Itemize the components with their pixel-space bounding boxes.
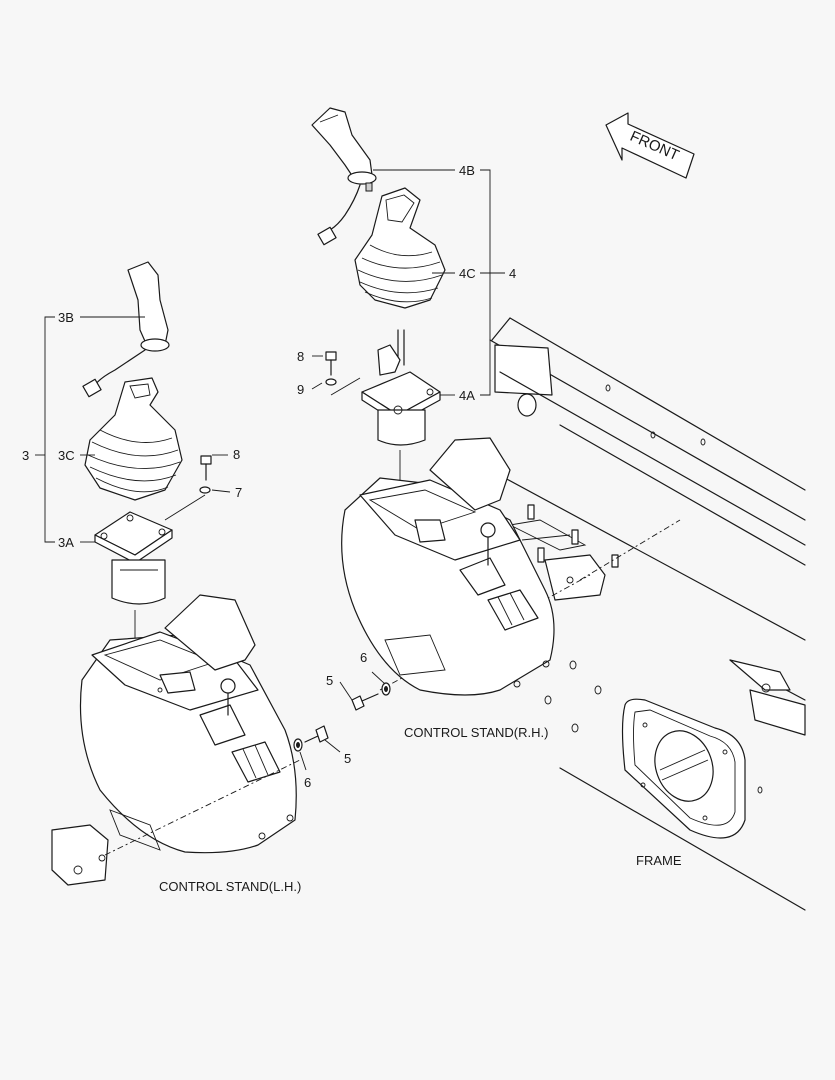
rh-control-stand — [341, 437, 555, 696]
lh-control-stand — [79, 594, 297, 854]
captions: CONTROL STAND(R.H.) CONTROL STAND(L.H.) … — [159, 725, 682, 894]
lh-grip-3b — [82, 261, 170, 398]
callout-3b: 3B — [58, 310, 74, 325]
rh-bolt-8 — [325, 351, 337, 386]
lh-bolt-8 — [200, 455, 212, 481]
callout-3: 3 — [22, 448, 29, 463]
lh-washer-7 — [199, 486, 211, 494]
callout-3c: 3C — [58, 448, 75, 463]
caption-control-stand-rh: CONTROL STAND(R.H.) — [404, 725, 548, 740]
caption-control-stand-lh: CONTROL STAND(L.H.) — [159, 879, 301, 894]
front-arrow: FRONT — [605, 112, 695, 179]
callout-7: 7 — [235, 485, 242, 500]
callout-labels: 4B 4C 4 4A 8 9 3B 3 3C 3A 8 7 6 5 6 5 — [22, 163, 516, 790]
rh-valve-4a — [361, 329, 441, 480]
frame — [379, 317, 806, 911]
rh-bolt-5 — [351, 693, 379, 711]
lh-bolt-5 — [304, 725, 329, 743]
callout-5-rh: 5 — [326, 673, 333, 688]
leader-lines — [35, 169, 505, 771]
callout-3a: 3A — [58, 535, 74, 550]
lh-valve-3a — [94, 511, 173, 640]
callout-6-lh: 6 — [304, 775, 311, 790]
rh-boot-4c — [354, 187, 446, 309]
rh-washer-6 — [381, 682, 391, 696]
callout-8-rh: 8 — [297, 349, 304, 364]
callout-8-lh: 8 — [233, 447, 240, 462]
callout-4b: 4B — [459, 163, 475, 178]
callout-4c: 4C — [459, 266, 476, 281]
callout-4a: 4A — [459, 388, 475, 403]
lh-bracket — [51, 759, 301, 886]
callout-5-lh: 5 — [344, 751, 351, 766]
caption-frame: FRAME — [636, 853, 682, 868]
callout-9: 9 — [297, 382, 304, 397]
lh-washer-6 — [293, 738, 303, 752]
callout-6-rh: 6 — [360, 650, 367, 665]
callout-4: 4 — [509, 266, 516, 281]
lh-boot-3c — [84, 377, 183, 501]
rh-grip-4b — [311, 107, 377, 246]
